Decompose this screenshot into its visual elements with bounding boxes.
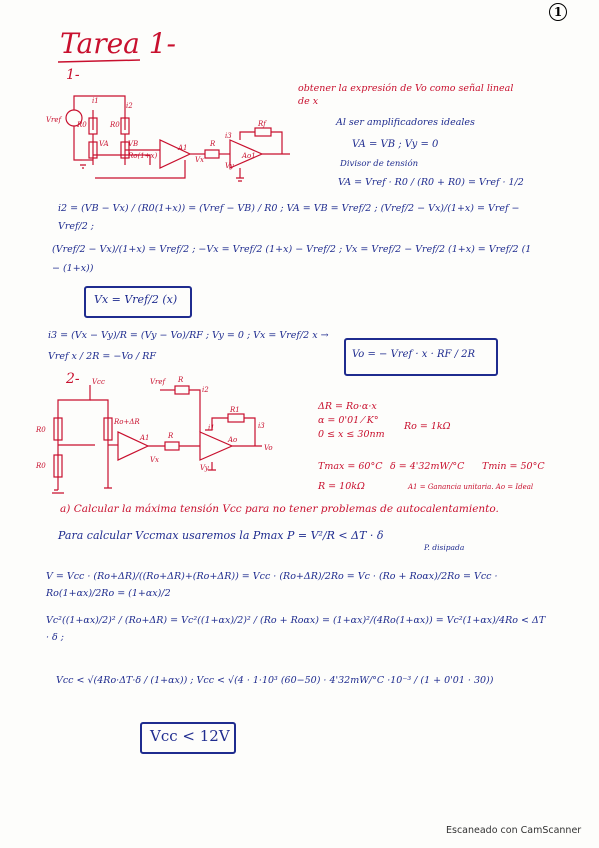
circuit1-rf-label: Rf [257,120,267,128]
va-equation: VA = Vref · R0 / (R0 + R0) = Vref · 1/2 [338,177,524,188]
vx-steps: (Vref/2 − Vx)/(1+x) = Vref/2 ; −Vx = Vre… [52,244,532,274]
circuit2-r0-left-label: R0 [35,426,46,434]
question-a: a) Calcular la máxima tensión Vcc para n… [60,503,499,515]
circuit2-vy-label: Vy [200,464,210,472]
given-item: A1 = Ganancia unitaria. Ao = Ideal [408,483,534,491]
circuit1-a1-label: A1 [177,144,188,152]
circuit1-va-label: VA [99,140,109,148]
circuit1-i1-label: i1 [92,97,99,105]
circuit2-i2-label: i2 [202,386,209,394]
given-item: α = 0'01 ⁄ K° [318,415,379,426]
circuit2-a1-label: A1 [139,434,150,442]
circuit1-ao1-label: Ao1 [241,152,256,160]
vo-result: Vo = − Vref · x · RF / 2R [352,349,476,360]
circuit2-r1-label: R1 [229,406,240,414]
p-note: P. disipada [424,543,465,552]
circuit2-ao-label: Ao [227,436,237,444]
given-item: R = 10kΩ [318,481,365,492]
i2-equation: i2 = (VB − Vx) / (R0(1+x)) = (Vref − VB)… [58,203,520,233]
circuit2-vo-label: Vo [264,444,273,452]
circuit1-i3-label: i3 [225,132,232,140]
circuit2-i1-label: i1 [208,424,215,432]
i3-equation: i3 = (Vx − Vy)/R = (Vy − Vo)/RF ; Vy = 0… [48,330,329,362]
circuit2-vref-label: Vref [150,378,167,386]
vx-result: Vx = Vref/2 (x) [94,293,178,306]
part2-number: 2- [66,371,80,387]
given-item: Tmin = 50°C [482,461,545,472]
circuit1-vy-label: Vy [225,162,235,170]
circuit2-r0dr-label: Ro+ΔR [113,418,140,426]
vx-result-box [84,286,192,318]
v-equation: V = Vcc · (Ro+ΔR)/((Ro+ΔR)+(Ro+ΔR)) = Vc… [46,571,498,600]
objective-text: obtener la expresión de Vo como señal li… [298,83,514,108]
circuit1-vref-label: Vref [46,116,63,124]
circuit2-i3-label: i3 [258,422,265,430]
circuit1-r-label: R [209,140,216,148]
page-title: Tarea 1- [60,27,177,60]
pmax-line: Para calcular Vccmax usaremos la Pmax P … [58,529,384,542]
circuit2-r-label: R [177,376,184,384]
circuit1-r0-top-label: R0 [76,121,87,129]
given-item: δ = 4'32mW/°C [390,461,465,472]
given-item: Ro = 1kΩ [404,421,451,432]
circuit2-vx-label: Vx [150,456,159,464]
circuit1-ro1x-label: Ro(1+x) [127,152,157,160]
part1-number: 1- [66,67,80,83]
circuit2-vcc-label: Vcc [92,378,105,386]
circuit2-r0-lower-label: R0 [35,462,46,470]
page-number: 1 [549,3,567,21]
vcc-result-box [140,722,236,754]
given-item: ΔR = Ro·α·x [318,401,377,412]
vcc-equation: Vcc < √(4Ro·ΔT·δ / (1+αx)) ; Vcc < √(4 ·… [56,675,494,686]
ideal-equation: VA = VB ; Vy = 0 [352,139,439,150]
circuit1-vb-label: VB [128,140,138,148]
scanner-footer: Escaneado con CamScanner [446,825,582,836]
ideal-note: Al ser amplificadores ideales [336,117,475,128]
vo-result-box [344,338,498,376]
circuit2-r2-label: R [167,432,174,440]
given-item: Tmax = 60°C [318,461,383,472]
given-item: 0 ≤ x ≤ 30nm [318,429,385,440]
circuit1-r0-a-label: R0 [109,121,120,129]
vcc-result: Vcc < 12V [150,727,230,745]
divider-note: Divisor de tensión [340,159,419,169]
circuit1-i2-label: i2 [126,102,133,110]
circuit1-vx-label: Vx [195,156,204,164]
p-equation: Vc²((1+αx)/2)² / (Ro+ΔR) = Vc²((1+αx)/2)… [46,615,546,644]
